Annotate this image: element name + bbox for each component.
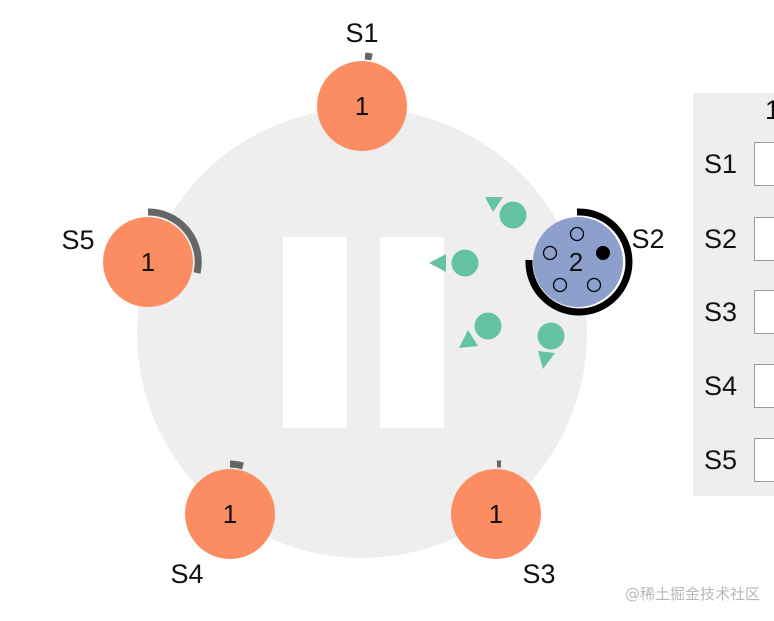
server-s2[interactable]: 2 S2 [525,208,665,316]
log-row-s5: S5 [704,438,774,482]
server-node-s4[interactable] [185,469,275,559]
log-row-s3: S3 [704,290,774,334]
message-to-s5[interactable] [429,249,479,277]
server-label-s1: S1 [345,18,378,48]
watermark: @稀土掘金技术社区 [624,585,760,603]
log-row-s4: S4 [704,364,774,408]
log-row-label: S1 [704,148,738,179]
server-node-s1[interactable] [317,61,407,151]
cluster-diagram: 1 S1 2 S2 1 S3 [61,18,665,589]
server-label-s3: S3 [522,559,555,589]
log-entry-cell[interactable] [754,364,774,408]
log-entry-cell[interactable] [754,142,774,186]
server-term-s3: 1 [489,499,503,529]
vote-slot-s3 [586,277,602,293]
server-label-s5: S5 [61,225,94,255]
log-row-label: S5 [704,444,738,475]
log-panel: 1 S1 S2 S3 S4 S5 [693,93,774,496]
log-row-s2: S2 [704,217,774,261]
server-node-s5[interactable] [103,217,193,307]
election-timer-s2 [525,208,633,316]
server-label-s4: S4 [170,559,203,589]
message-to-s3[interactable] [537,322,565,370]
server-label-s2: S2 [631,224,664,254]
log-row-s1: S1 [704,142,774,186]
log-entry-cell[interactable] [754,290,774,334]
server-s3[interactable]: 1 S3 [451,460,556,589]
server-node-s3[interactable] [451,469,541,559]
vote-slot-s1 [569,226,585,242]
server-term-s5: 1 [141,247,155,277]
log-row-label: S2 [704,223,738,254]
log-row-label: S3 [704,296,738,327]
log-index-header: 1 [765,95,774,125]
server-term-s2: 2 [569,247,583,277]
server-s1[interactable]: 1 S1 [317,18,407,151]
message-to-s1[interactable] [485,197,527,229]
server-s5[interactable]: 1 S5 [61,208,202,307]
message-to-s4[interactable] [459,312,502,349]
vote-slot-s5 [542,245,558,261]
cluster-ring [137,108,587,558]
vote-slot-s4 [552,277,568,293]
server-s4[interactable]: 1 S4 [170,460,275,589]
server-term-s4: 1 [223,499,237,529]
vote-indicators-s2 [542,226,610,293]
log-row-label: S4 [704,370,738,401]
vote-slot-s2 [596,246,610,260]
election-timer-s1 [364,52,373,61]
election-timer-s4 [229,460,244,470]
pause-icon[interactable] [283,237,444,428]
election-timer-s5 [147,208,202,274]
log-entry-cell[interactable] [754,217,774,261]
log-entry-cell[interactable] [754,438,774,482]
server-term-s1: 1 [355,91,369,121]
